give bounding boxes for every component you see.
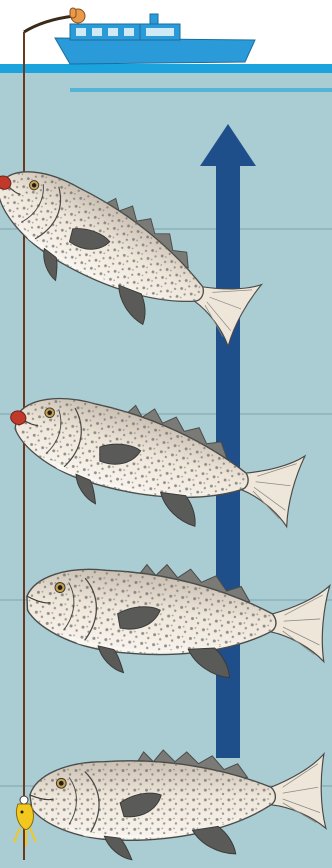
water-surface	[0, 64, 332, 73]
surface-wave	[70, 88, 332, 92]
